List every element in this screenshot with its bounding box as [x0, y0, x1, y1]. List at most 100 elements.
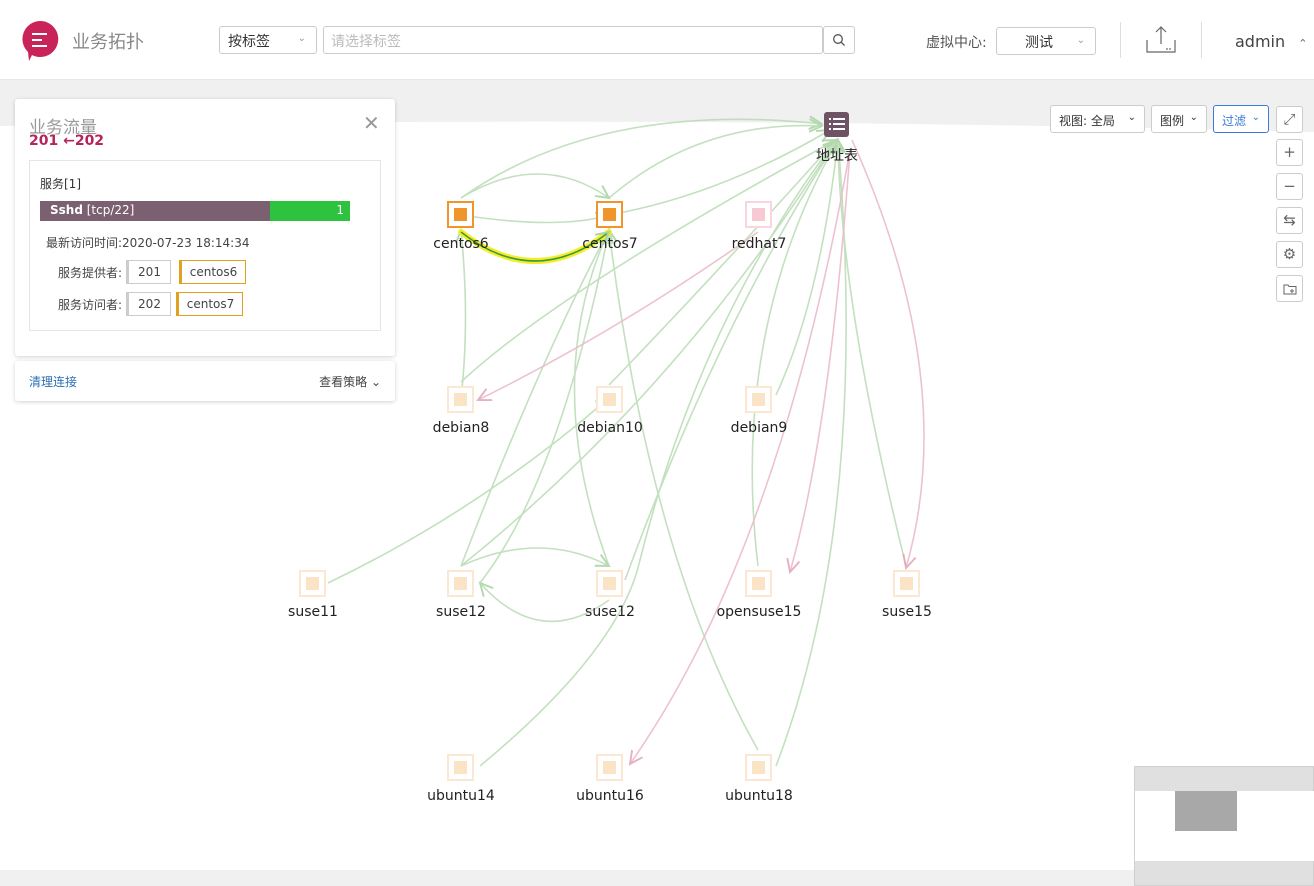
service-name: Sshd: [50, 203, 83, 217]
zoom-out-button[interactable]: −: [1276, 173, 1303, 200]
provider-id-chip[interactable]: 201: [126, 260, 171, 284]
node-debian9: [745, 386, 772, 413]
provider-label: 服务提供者:: [58, 266, 123, 280]
edge: [838, 140, 907, 567]
zoom-in-button[interactable]: +: [1276, 139, 1303, 166]
provider-host-chip[interactable]: centos6: [179, 260, 246, 284]
node-debian8: [447, 386, 474, 413]
node-label-suse12-a: suse12: [436, 604, 486, 620]
edges-green: [327, 119, 907, 767]
tag-mode-value: 按标签: [228, 34, 270, 50]
edge: [460, 230, 609, 567]
edge: [608, 126, 822, 199]
node-label-redhat7: redhat7: [731, 236, 787, 252]
settings-button[interactable]: ⚙: [1276, 241, 1303, 268]
minimap-content: [1135, 791, 1314, 861]
edge: [573, 230, 610, 567]
view-select-value: 视图: 全局: [1059, 114, 1115, 128]
edge: [460, 119, 822, 199]
service-port: [tcp/22]: [86, 203, 135, 217]
filter-label: 过滤: [1222, 114, 1247, 128]
tag-input-placeholder: 请选择标签: [331, 34, 401, 50]
last-access-time: 最新访问时间:2020-07-23 18:14:34: [46, 234, 250, 251]
gear-icon: ⚙: [1282, 245, 1297, 263]
edge: [460, 173, 609, 198]
edge: [460, 140, 836, 567]
node-label-suse11: suse11: [288, 604, 338, 620]
edge: [609, 230, 759, 751]
virtual-center-select[interactable]: 测试 ⌄: [996, 27, 1096, 55]
edge: [480, 583, 610, 623]
node-ubuntu18: [745, 754, 772, 781]
chevron-down-icon: ⌄: [297, 33, 306, 44]
panel-title: 业务流量: [29, 118, 97, 138]
selected-edge[interactable]: [460, 232, 609, 262]
edge: [608, 130, 830, 216]
view-select[interactable]: 视图: 全局 ⌄: [1050, 105, 1145, 133]
node-label-ubuntu14: ubuntu14: [427, 788, 495, 804]
tag-mode-select[interactable]: 按标签 ⌄: [219, 26, 317, 54]
flow-ids: 201 ←202: [29, 133, 105, 149]
app-title: 业务拓扑: [72, 32, 144, 53]
minimap-viewport[interactable]: [1175, 791, 1237, 831]
faded-host-nodes[interactable]: [299, 386, 920, 781]
legend-select[interactable]: 图例 ⌄: [1151, 105, 1207, 133]
filter-select[interactable]: 过滤 ⌄: [1213, 105, 1269, 133]
node-centos7[interactable]: [596, 201, 623, 228]
node-label-ubuntu16: ubuntu16: [576, 788, 644, 804]
edge: [751, 140, 838, 567]
plus-icon: +: [1283, 143, 1296, 161]
search-icon: [833, 34, 845, 46]
edge: [775, 140, 847, 767]
search-button[interactable]: [823, 26, 855, 54]
refresh-layout-button[interactable]: ⇆: [1276, 207, 1303, 234]
node-redhat7[interactable]: [745, 201, 772, 228]
user-menu[interactable]: admin ⌃: [1235, 32, 1307, 51]
divider: [1201, 22, 1202, 58]
edge: [460, 215, 609, 223]
visitor-host-chip[interactable]: centos7: [176, 292, 243, 316]
service-count-badge: 1: [270, 201, 350, 221]
node-suse12-a: [447, 570, 474, 597]
node-suse15: [893, 570, 920, 597]
edge: [327, 398, 609, 584]
edge: [775, 140, 838, 396]
node-label-ubuntu18: ubuntu18: [725, 788, 793, 804]
service-bar[interactable]: Sshd [tcp/22] 1: [40, 201, 350, 221]
node-label-suse15: suse15: [882, 604, 932, 620]
node-label-opensuse15: opensuse15: [716, 604, 802, 620]
upload-icon[interactable]: [1145, 24, 1177, 54]
edge: [460, 140, 836, 383]
node-centos6[interactable]: [447, 201, 474, 228]
node-address-table[interactable]: [824, 112, 849, 137]
node-ubuntu16: [596, 754, 623, 781]
list-icon: [829, 118, 845, 130]
edge: [624, 140, 838, 581]
chevron-down-icon: ⌄: [370, 375, 381, 389]
edge: [608, 140, 836, 386]
tag-input[interactable]: 请选择标签: [323, 26, 823, 54]
divider: [1120, 22, 1121, 58]
node-label-centos6: centos6: [433, 236, 489, 252]
folder-plus-icon: [1283, 284, 1296, 295]
chevron-down-icon: ⌄: [1076, 35, 1085, 46]
add-folder-button[interactable]: [1276, 275, 1303, 302]
minimap[interactable]: [1134, 766, 1314, 886]
node-label-debian10: debian10: [577, 420, 643, 436]
clear-connection-link[interactable]: 清理连接: [29, 375, 78, 389]
view-policy-dropdown[interactable]: 查看策略 ⌄: [319, 373, 381, 390]
close-icon[interactable]: ✕: [363, 111, 380, 135]
legend-label: 图例: [1160, 114, 1185, 128]
visitor-id-chip[interactable]: 202: [126, 292, 171, 316]
panel-actions: 清理连接 查看策略 ⌄: [15, 361, 395, 401]
edge: [479, 140, 836, 767]
node-opensuse15: [745, 570, 772, 597]
menu-logo-icon[interactable]: [21, 20, 59, 62]
fullscreen-button[interactable]: ⤢: [1276, 106, 1303, 133]
edge: [460, 547, 609, 566]
node-label-address-table: 地址表: [816, 148, 858, 164]
swap-icon: ⇆: [1283, 211, 1296, 229]
node-label-debian9: debian9: [730, 420, 788, 436]
node-label-suse12-b: suse12: [585, 604, 635, 620]
